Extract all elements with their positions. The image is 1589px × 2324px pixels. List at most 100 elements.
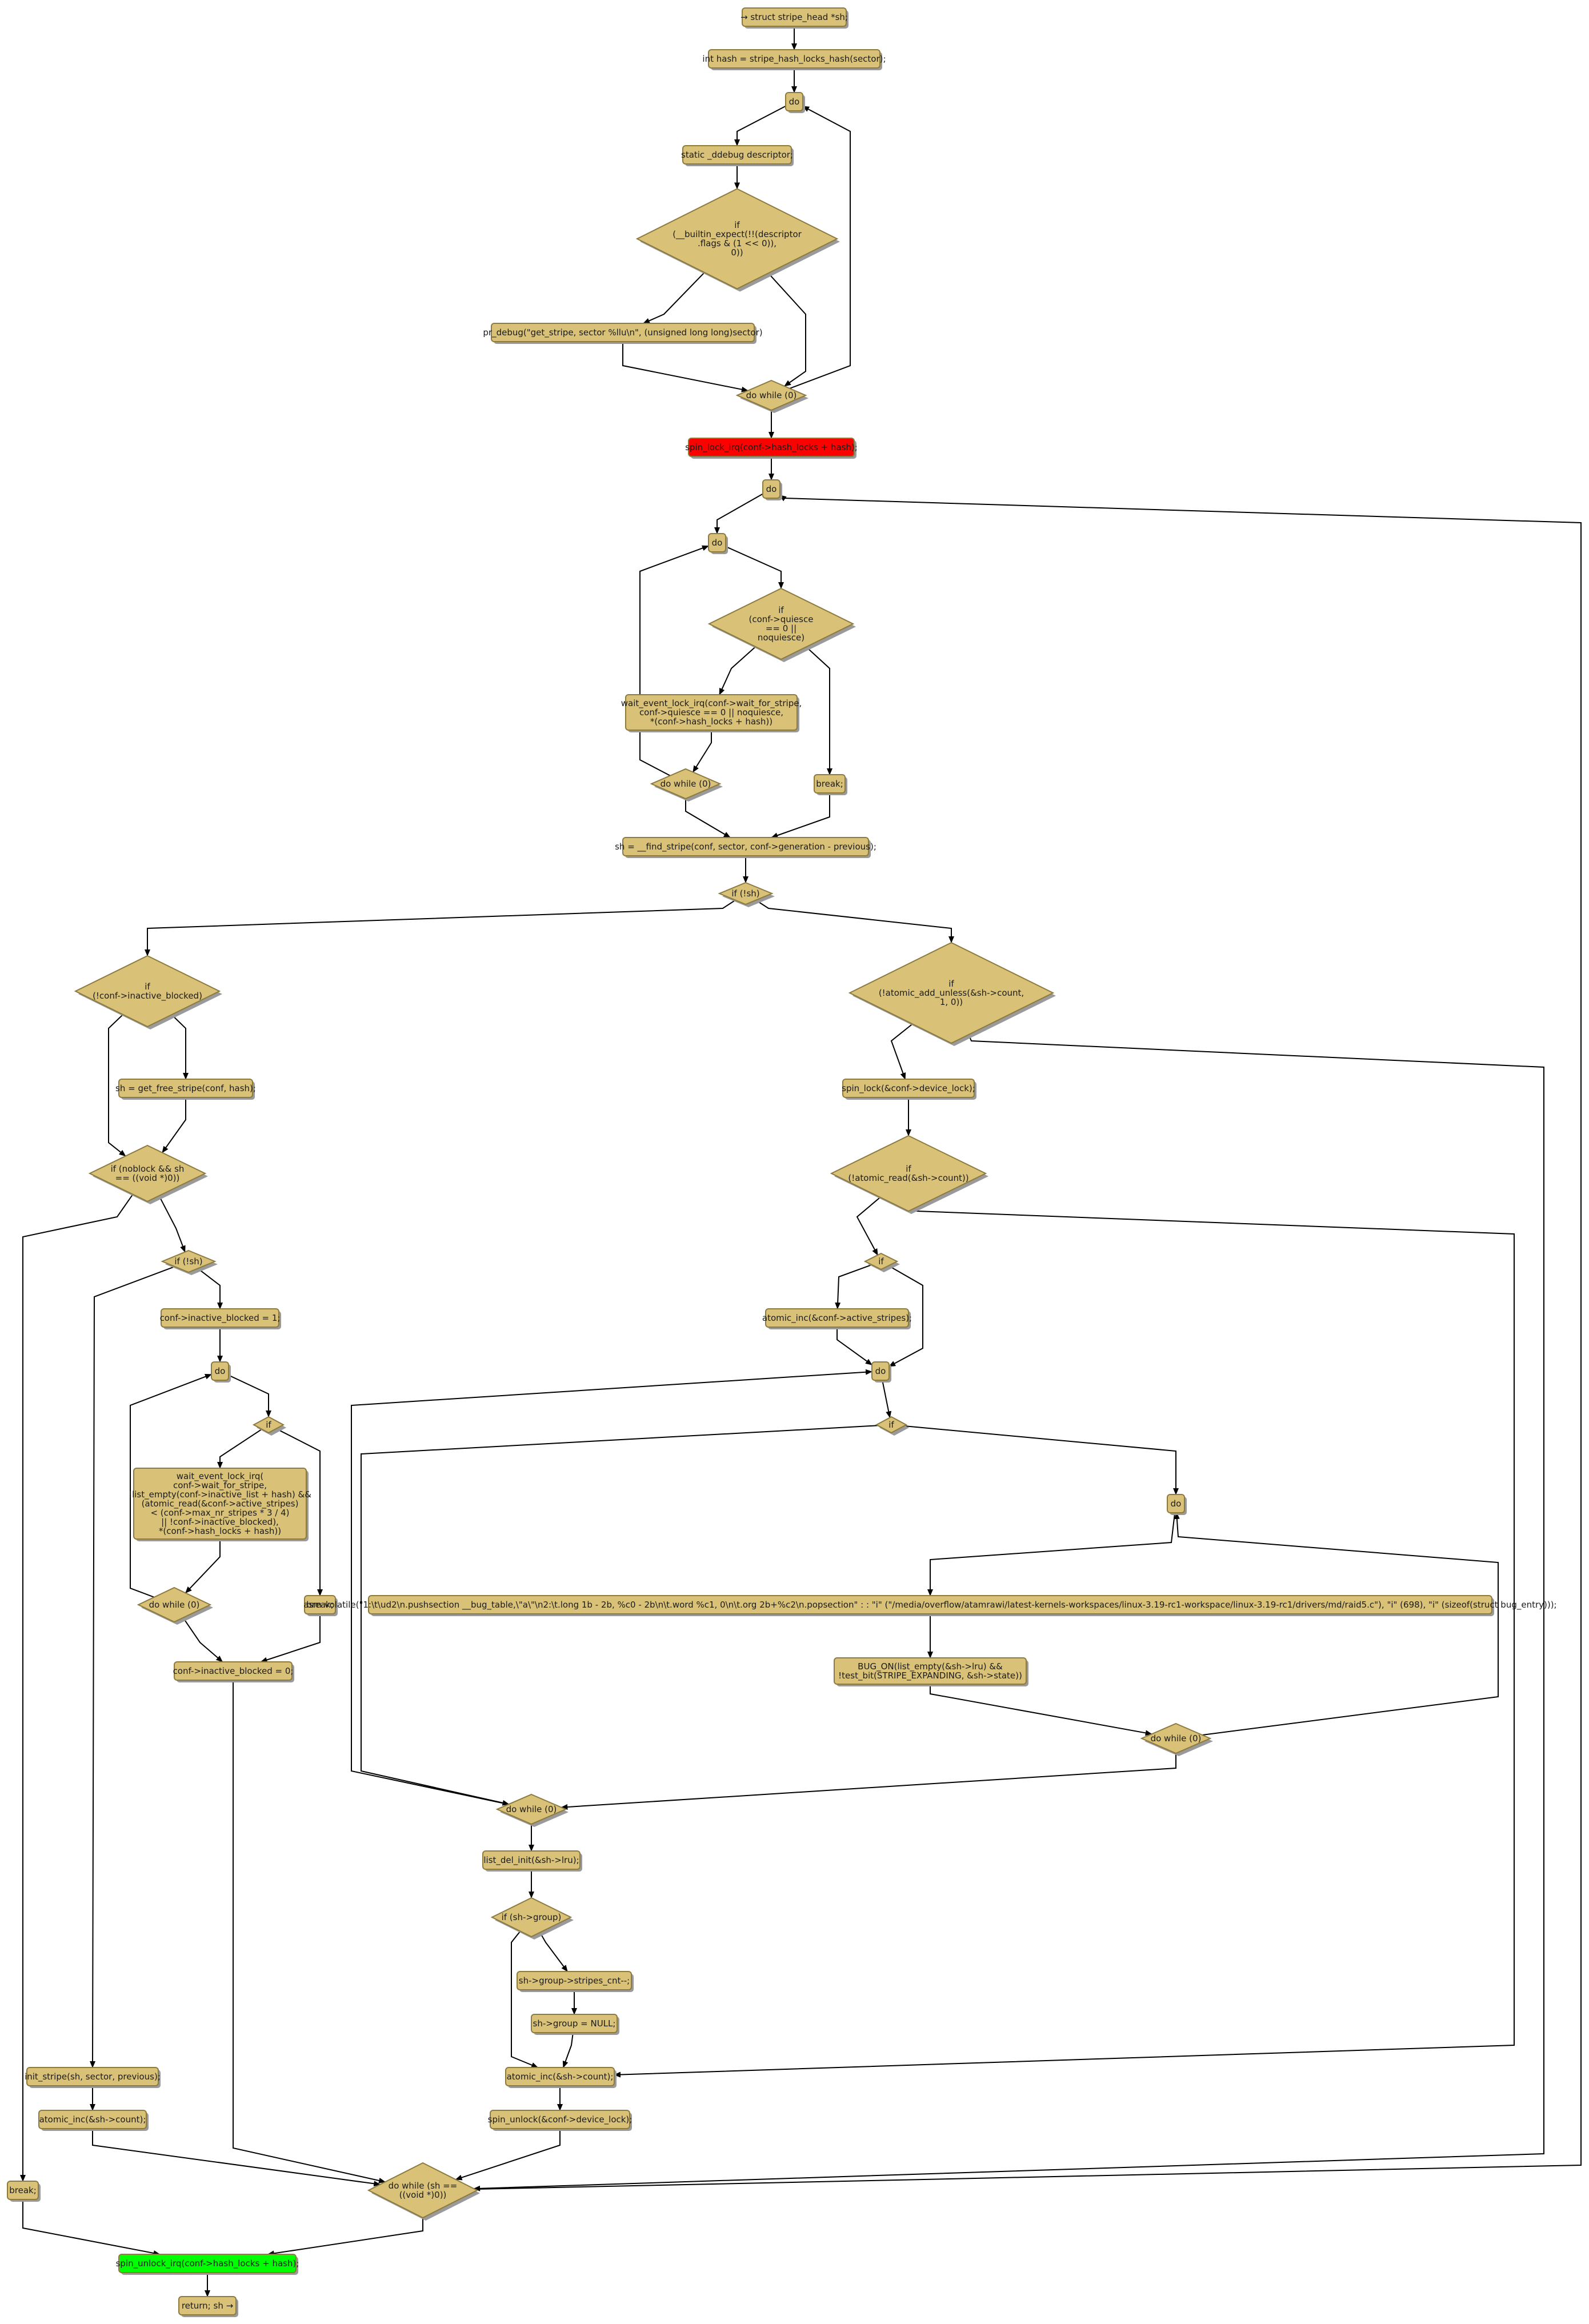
node-label-line: do bbox=[875, 1366, 886, 1376]
decision-node-n24: if bbox=[863, 1252, 900, 1272]
decision-diamond bbox=[161, 1249, 217, 1273]
statement-node-n45: atomic_inc(&sh->count); bbox=[38, 2110, 149, 2131]
edge-n11-to-n12 bbox=[719, 646, 757, 695]
statement-node-n27: do bbox=[871, 1361, 891, 1383]
statement-node-n32: do bbox=[1167, 1494, 1187, 1515]
node-label-line: do while (0) bbox=[1151, 1733, 1202, 1744]
node-label-line: do while (0) bbox=[506, 1804, 557, 1814]
edge-n18-to-n20 bbox=[890, 1023, 913, 1080]
node-label-line: if (sh->group) bbox=[502, 1912, 562, 1922]
statement-node-n42: sh->group->stripes_cnt--; bbox=[517, 1971, 634, 1992]
edge-n16-to-n18 bbox=[755, 899, 954, 943]
decision-node-n16: if (!sh) bbox=[718, 881, 775, 907]
decision-diamond bbox=[635, 188, 839, 290]
decision-node-n23: if (!sh) bbox=[161, 1249, 218, 1275]
node-label-line: init_stripe(sh, sector, previous); bbox=[25, 2071, 161, 2082]
statement-box bbox=[26, 2067, 159, 2086]
node-label-line: conf->wait_for_stripe, bbox=[173, 1480, 267, 1491]
statement-box bbox=[368, 1595, 1492, 1614]
decision-diamond bbox=[830, 1135, 987, 1212]
node-label-line: if bbox=[878, 1256, 884, 1267]
node-label-line: (conf->quiesce bbox=[749, 614, 814, 624]
node-label-line: 0)) bbox=[731, 247, 743, 258]
edge-n32-to-n35 bbox=[927, 1512, 1176, 1596]
node-label-line: break; bbox=[816, 779, 843, 789]
statement-box bbox=[842, 1079, 975, 1098]
node-label-line: do while (0) bbox=[149, 1600, 200, 1610]
decision-node-n5: if(__builtin_expect(!!(descriptor.flags … bbox=[635, 188, 840, 292]
decision-diamond bbox=[848, 941, 1055, 1044]
edge-n23-to-n25 bbox=[197, 1268, 223, 1309]
statement-node-n25: conf->inactive_blocked = 1; bbox=[160, 1308, 281, 1329]
statement-box bbox=[304, 1595, 336, 1614]
statement-node-n40: list_del_init(&sh->lru); bbox=[482, 1850, 582, 1872]
statement-node-n47: spin_unlock(&conf->device_lock); bbox=[488, 2110, 632, 2131]
decision-node-n14: do while (0) bbox=[650, 768, 723, 802]
node-label-line: atomic_inc(&conf->active_stripes); bbox=[762, 1313, 912, 1324]
decision-node-n30: if bbox=[252, 1416, 286, 1436]
statement-box bbox=[178, 2296, 237, 2315]
node-label-line: do bbox=[789, 97, 800, 107]
node-label-line: static _ddebug descriptor; bbox=[681, 150, 793, 161]
decision-diamond bbox=[495, 1793, 567, 1825]
statement-node-n13: break; bbox=[814, 774, 847, 795]
statement-box bbox=[871, 1361, 890, 1381]
statement-box bbox=[765, 1308, 909, 1328]
edge-n49-to-n50 bbox=[267, 2218, 423, 2257]
edge-n28-to-n30 bbox=[228, 1375, 271, 1417]
edge-n9-to-n10 bbox=[714, 493, 763, 534]
node-label-line: == ((void *)0)) bbox=[115, 1173, 180, 1183]
node-label-line: if bbox=[145, 981, 150, 992]
statement-node-n37: BUG_ON(list_empty(&sh->lru) &&!test_bit(… bbox=[834, 1657, 1028, 1686]
node-label-line: (!atomic_read(&sh->count)) bbox=[848, 1173, 968, 1184]
statement-box bbox=[682, 145, 792, 165]
edge-n38-to-n32 bbox=[1174, 1512, 1499, 1736]
node-label-line: !test_bit(STRIPE_EXPANDING, &sh->state)) bbox=[838, 1670, 1022, 1681]
node-label-line: if bbox=[888, 1420, 894, 1430]
node-label-line: if bbox=[734, 220, 740, 230]
decision-node-n39: do while (0) bbox=[495, 1793, 569, 1827]
node-label-line: do bbox=[1171, 1498, 1182, 1509]
node-label-line: sh->group = NULL; bbox=[533, 2018, 616, 2029]
statement-box bbox=[7, 2181, 39, 2200]
statement-node-n1: → struct stripe_head *sh; bbox=[741, 7, 848, 29]
node-label-line: spin_unlock_irq(conf->hash_locks + hash)… bbox=[116, 2258, 299, 2269]
node-label-line: asm volatile("1:\t\ud2\n.pushsection __b… bbox=[303, 1600, 1556, 1610]
node-label-line: == 0 || bbox=[766, 623, 796, 634]
node-label-line: break; bbox=[306, 1600, 334, 1610]
edge-n18-to-n49 bbox=[473, 1034, 1544, 2191]
node-label-line: conf->inactive_blocked = 1; bbox=[160, 1313, 281, 1324]
node-label-line: sh = get_free_stripe(conf, hash); bbox=[115, 1083, 256, 1094]
node-label-line: (!atomic_add_unless(&sh->count, bbox=[879, 988, 1024, 999]
node-label-line: do while (0) bbox=[661, 779, 711, 789]
statement-node-n51: return; sh → bbox=[178, 2296, 238, 2317]
statement-box bbox=[708, 49, 880, 69]
decision-node-n17: if(!conf->inactive_blocked) bbox=[74, 955, 222, 1029]
edge-n41-to-n46 bbox=[511, 1930, 539, 2068]
statement-box bbox=[118, 1079, 253, 1098]
statement-node-n20: spin_lock(&conf->device_lock); bbox=[842, 1079, 976, 1100]
edge-n41-to-n42 bbox=[539, 1932, 568, 1972]
statement-box bbox=[834, 1657, 1027, 1685]
statement-box bbox=[762, 479, 781, 499]
edge-n45-to-n49 bbox=[92, 2129, 381, 2187]
statement-box bbox=[531, 2014, 618, 2033]
node-label-line: (atomic_read(&conf->active_stripes) bbox=[142, 1498, 299, 1509]
node-label-line: || !conf->inactive_blocked), bbox=[161, 1517, 279, 1528]
statement-box bbox=[133, 1468, 307, 1540]
edge-n19-to-n21 bbox=[162, 1097, 186, 1153]
decision-node-n22: if(!atomic_read(&sh->count)) bbox=[830, 1135, 988, 1214]
decision-diamond bbox=[875, 1416, 908, 1434]
edge-n21-to-n23 bbox=[158, 1195, 186, 1253]
statement-box bbox=[688, 438, 855, 457]
node-label-line: return; sh → bbox=[182, 2301, 233, 2311]
edge-n17-to-n19 bbox=[171, 1014, 189, 1080]
edge-n29-to-n32 bbox=[904, 1425, 1179, 1495]
node-label-line: ((void *)0)) bbox=[399, 2190, 447, 2200]
decision-node-n33: do while (0) bbox=[137, 1586, 213, 1625]
edge-n31-to-n33 bbox=[185, 1539, 221, 1594]
edge-n3-to-n4 bbox=[734, 105, 786, 146]
statement-node-n3: do bbox=[785, 92, 805, 113]
edge-n33-to-n28 bbox=[130, 1373, 212, 1598]
